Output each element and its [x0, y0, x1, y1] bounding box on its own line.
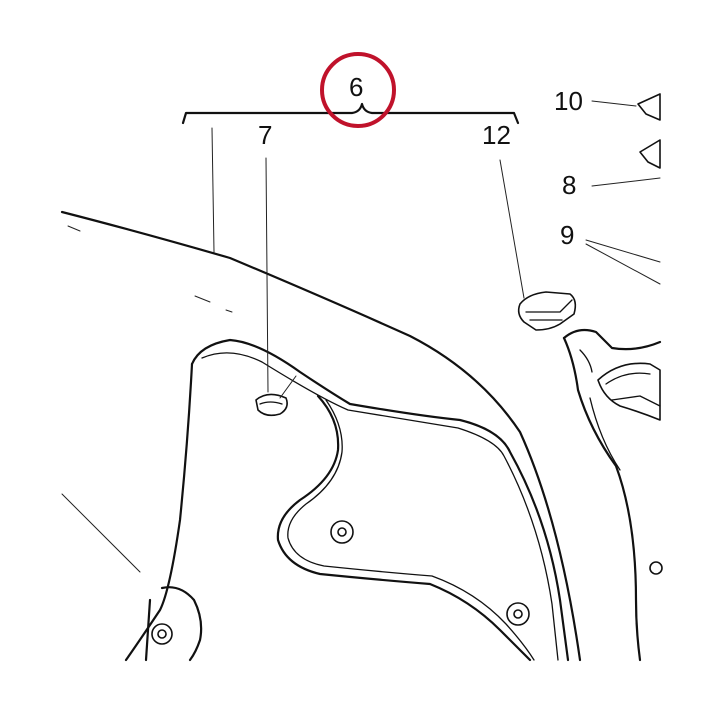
callout-7: 7: [258, 120, 272, 150]
part-7-clip: [255, 157, 297, 417]
callout-8: 8: [562, 170, 576, 200]
body-panel: [60, 210, 582, 662]
callout-10: 10: [554, 86, 583, 116]
part-12-grommet: [499, 159, 577, 331]
bracket-leader: [211, 127, 215, 253]
highlight-ring: [320, 52, 396, 128]
callout-6: 6: [349, 72, 363, 102]
inner-shell: [124, 338, 570, 662]
right-assembly: [562, 93, 663, 662]
callout-12: 12: [482, 120, 511, 150]
group-bracket: [181, 102, 520, 125]
callout-9: 9: [560, 220, 574, 250]
